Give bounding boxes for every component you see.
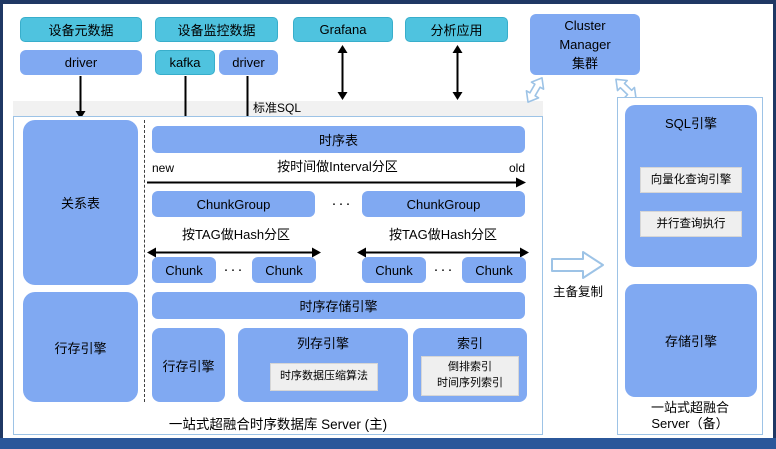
chunk-label-4: Chunk — [475, 262, 513, 278]
ellipsis-chunk-left: ··· — [223, 261, 245, 278]
vectorized-query-box: 向量化查询引擎 — [640, 167, 742, 193]
standby-caption-line2: Server（备） — [651, 416, 729, 431]
double-arrow-analytics — [452, 45, 463, 100]
index-box: 索引 倒排索引 时间序列索引 — [413, 328, 527, 402]
chunk-label-3: Chunk — [375, 262, 413, 278]
interval-axis-arrow — [147, 177, 526, 188]
cluster-manager-line1: Cluster — [564, 18, 606, 33]
double-arrow-grafana — [337, 45, 348, 100]
chunk-box-4: Chunk — [462, 257, 526, 283]
frame-border-bottom — [0, 438, 776, 449]
primary-server-caption: 一站式超融合时序数据库 Server (主) — [168, 417, 388, 432]
chunk-box-2: Chunk — [252, 257, 316, 283]
compression-algo-label: 时序数据压缩算法 — [280, 370, 368, 383]
relation-table-label: 关系表 — [60, 196, 100, 211]
chunk-label-1: Chunk — [165, 262, 203, 278]
index-detail-box: 倒排索引 时间序列索引 — [421, 356, 519, 396]
chunk-group-label-1: ChunkGroup — [196, 196, 271, 212]
storage-engine-label: 存储引擎 — [664, 334, 717, 349]
standard-sql-label: 标准SQL — [253, 101, 302, 115]
frame-border-left — [0, 0, 3, 449]
ellipsis-chunk-right: ··· — [433, 261, 455, 278]
driver-box-left: driver — [20, 50, 142, 75]
sql-engine-label: SQL引擎 — [664, 116, 717, 131]
chunk-label-2: Chunk — [265, 262, 303, 278]
column-store-engine-box: 列存引擎 时序数据压缩算法 — [238, 328, 408, 402]
index-title-label: 索引 — [456, 336, 483, 351]
column-store-engine-label: 列存引擎 — [296, 336, 349, 351]
hash-partition-label-left: 按TAG做Hash分区 — [181, 227, 291, 242]
device-metadata-box: 设备元数据 — [20, 17, 142, 42]
ts-storage-engine-bar: 时序存储引擎 — [152, 292, 525, 319]
device-monitoring-box: 设备监控数据 — [155, 17, 278, 42]
row-store-engine-outer-box: 行存引擎 — [23, 292, 138, 402]
row-store-engine-label: 行存引擎 — [162, 358, 215, 374]
storage-engine-box: 存储引擎 — [625, 284, 757, 397]
chunk-group-box-1: ChunkGroup — [152, 191, 315, 217]
ellipsis-chunkgroup: ··· — [331, 195, 353, 212]
standard-sql-band: 标准SQL — [13, 101, 543, 116]
chunk-box-1: Chunk — [152, 257, 216, 283]
hash-axis-arrow-right — [357, 247, 529, 258]
old-label: old — [508, 161, 525, 175]
new-label: new — [152, 161, 175, 175]
index-detail-line1: 倒排索引 — [448, 361, 492, 374]
chunk-group-box-2: ChunkGroup — [362, 191, 525, 217]
row-store-engine-outer-label: 行存引擎 — [54, 340, 107, 356]
parallel-query-box: 并行查询执行 — [640, 211, 742, 237]
vectorized-query-label: 向量化查询引擎 — [650, 173, 732, 186]
sql-engine-box: SQL引擎 向量化查询引擎 并行查询执行 — [625, 105, 757, 267]
column-divider-dashed — [144, 120, 145, 402]
ts-storage-engine-label: 时序存储引擎 — [299, 299, 378, 314]
chunk-box-3: Chunk — [362, 257, 426, 283]
chunk-group-label-2: ChunkGroup — [406, 196, 481, 212]
cluster-manager-line2: Manager — [559, 37, 611, 52]
kafka-label: kafka — [169, 55, 201, 70]
grafana-label: Grafana — [319, 22, 367, 37]
cluster-link-arrow-left — [525, 77, 545, 103]
hash-axis-arrow-left — [147, 247, 321, 258]
cluster-manager-line3: 集群 — [571, 56, 598, 71]
grafana-box: Grafana — [293, 17, 393, 42]
kafka-box: kafka — [155, 50, 215, 75]
driver-right-label: driver — [232, 55, 265, 70]
compression-algo-box: 时序数据压缩算法 — [270, 363, 378, 391]
index-detail-line2: 时间序列索引 — [437, 377, 503, 389]
replication-arrow — [551, 251, 604, 279]
analytics-app-box: 分析应用 — [405, 17, 508, 42]
frame-border-top — [0, 0, 776, 4]
hash-partition-label-right: 按TAG做Hash分区 — [388, 227, 498, 242]
standby-caption-line1: 一站式超融合 — [650, 400, 729, 415]
device-monitoring-label: 设备监控数据 — [177, 23, 256, 38]
row-store-engine-box: 行存引擎 — [152, 328, 225, 402]
time-series-table-label: 时序表 — [318, 133, 358, 148]
replication-label: 主备复制 — [552, 285, 603, 299]
down-arrow-driver-left — [75, 76, 86, 119]
device-metadata-label: 设备元数据 — [48, 23, 114, 38]
parallel-query-label: 并行查询执行 — [656, 217, 726, 230]
driver-left-label: driver — [64, 55, 98, 70]
interval-partition-label: 按时间做Interval分区 — [277, 159, 398, 174]
frame-border-right — [773, 0, 776, 449]
analytics-app-label: 分析应用 — [430, 23, 483, 38]
relation-table-box: 关系表 — [23, 120, 138, 285]
time-series-table-bar: 时序表 — [152, 126, 525, 153]
cluster-manager-box: Cluster Manager 集群 — [530, 14, 640, 75]
driver-box-right: driver — [219, 50, 278, 75]
